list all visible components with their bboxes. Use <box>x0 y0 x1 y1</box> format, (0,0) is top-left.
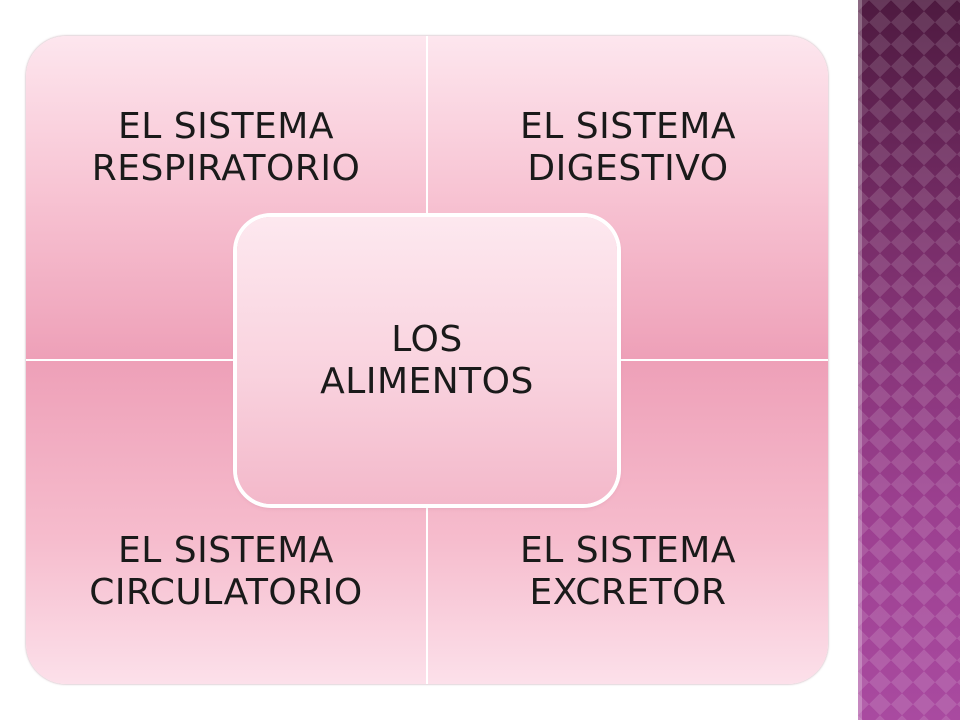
quadrant-label-circulatory: EL SISTEMA CIRCULATORIO <box>89 530 363 613</box>
center-label: LOS ALIMENTOS <box>320 318 534 402</box>
quadrant-respiratory-system: EL SISTEMA RESPIRATORIO <box>26 36 426 359</box>
quadrant-label-excretory: EL SISTEMA EXCRETOR <box>520 530 736 613</box>
side-band-edge <box>858 0 862 720</box>
center-box-food: LOS ALIMENTOS <box>237 217 617 504</box>
quadrant-excretory-system: EL SISTEMA EXCRETOR <box>428 361 828 684</box>
quadrant-label-digestive: EL SISTEMA DIGESTIVO <box>520 106 736 189</box>
quadrant-label-respiratory: EL SISTEMA RESPIRATORIO <box>91 106 361 189</box>
decorative-side-band <box>858 0 960 720</box>
